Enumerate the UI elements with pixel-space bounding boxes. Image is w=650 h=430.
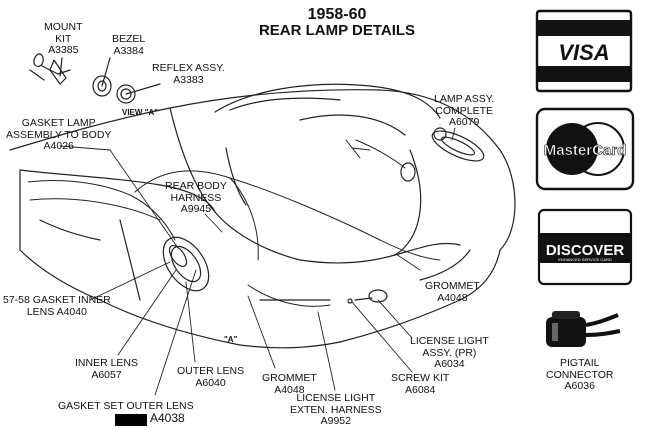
gasket-outer-part: A4038	[150, 411, 185, 425]
license-harness-line2: EXTEN. HARNESS	[290, 403, 382, 416]
visa-wordmark: VISA	[558, 40, 609, 65]
lamp-assembly-right	[400, 127, 485, 182]
reflex-line1: REFLEX ASSY.	[152, 62, 225, 74]
gasket-lamp-part: A4026	[43, 140, 74, 152]
mastercard-wordmark: MasterCard	[544, 142, 627, 159]
rear-body-harness-line1: REAR BODY	[165, 180, 227, 192]
label-rear-body-harness: REAR BODY HARNESS A9945	[165, 180, 227, 216]
grommet-right-line1: GROMMET	[425, 280, 480, 292]
label-grommet-right: GROMMET A4048	[425, 280, 480, 304]
pigtail-connector-drawing	[546, 311, 621, 347]
exploded-view-a	[29, 53, 161, 104]
label-mount-kit: MOUNT KIT A3385	[44, 21, 83, 57]
inner-lens-part: A6057	[91, 368, 122, 381]
leader-lines	[59, 127, 456, 396]
label-license-light-assy: LICENSE LIGHT ASSY. (PR) A6034	[410, 335, 489, 371]
license-harness-line1: LICENSE LIGHT	[296, 392, 376, 404]
lamp-assy-line2: COMPLETE	[435, 104, 494, 117]
mastercard-card: MasterCard	[535, 107, 635, 191]
label-screw-kit: SCREW KIT A6084	[391, 372, 450, 396]
bezel-part: A3384	[113, 44, 144, 57]
license-harness-part: A9952	[320, 415, 351, 427]
view-a-mid-tag: "A"	[224, 335, 238, 344]
label-gasket-inner: 57-58 GASKET INNER LENS A4040	[3, 294, 111, 318]
screw-kit-line1: SCREW KIT	[391, 372, 450, 384]
rear-body-harness-part: A9945	[180, 203, 212, 215]
label-license-harness: LICENSE LIGHT EXTEN. HARNESS A9952	[290, 392, 382, 428]
gasket-lamp-line2: ASSEMBLY TO BODY	[6, 128, 112, 141]
discover-card: DISCOVER ENHANCED SERVICE CARD	[537, 208, 633, 286]
diagram-title: REAR LAMP DETAILS	[258, 22, 416, 39]
pigtail-line2: CONNECTOR	[546, 368, 614, 381]
grommet-right-part: A4048	[437, 291, 468, 304]
visa-card: VISA	[535, 9, 633, 93]
pigtail-part: A6036	[564, 380, 595, 392]
diagram-year: 1958-60	[307, 6, 367, 23]
discover-subtitle: ENHANCED SERVICE CARD	[558, 257, 612, 262]
lamp-assembly-left	[162, 236, 210, 292]
grommet-bottom-part: A4048	[274, 383, 305, 396]
label-pigtail: PIGTAIL CONNECTOR A6036	[546, 357, 614, 393]
lamp-assy-line1: LAMP ASSY.	[434, 93, 495, 105]
license-light-assy-line2: ASSY. (PR)	[422, 346, 477, 359]
inner-lens-line1: INNER LENS	[75, 357, 139, 369]
outer-lens-part: A6040	[195, 376, 226, 389]
grommet-bottom-line1: GROMMET	[262, 372, 317, 384]
outer-lens-line1: OUTER LENS	[177, 365, 245, 377]
mount-kit-part: A3385	[48, 44, 79, 56]
label-bezel: BEZEL A3384	[112, 33, 146, 57]
view-a-top-tag: VIEW "A"	[122, 108, 159, 117]
label-gasket-outer: GASKET SET OUTER LENS	[58, 400, 194, 412]
mount-kit-line2: KIT	[55, 32, 72, 45]
label-lamp-assy: LAMP ASSY. COMPLETE A6079	[434, 93, 495, 129]
license-light-assy-part: A6034	[434, 358, 465, 370]
label-reflex: REFLEX ASSY. A3383	[152, 62, 225, 86]
lamp-assy-part: A6079	[448, 116, 480, 128]
screw-kit-part: A6084	[404, 383, 436, 396]
gasket-lamp-line1: GASKET LAMP	[21, 117, 96, 129]
reflex-part: A3383	[173, 73, 204, 86]
discover-wordmark: DISCOVER	[546, 242, 625, 259]
gasket-inner-line2: LENS A4040	[26, 305, 87, 318]
car-body	[9, 83, 516, 349]
pigtail-line1: PIGTAIL	[560, 357, 600, 369]
label-outer-lens: OUTER LENS A6040	[177, 365, 245, 389]
license-light-assy-line1: LICENSE LIGHT	[410, 335, 489, 347]
rear-body-harness-line2: HARNESS	[170, 191, 222, 204]
gasket-inner-line1: 57-58 GASKET INNER	[3, 294, 111, 306]
label-inner-lens: INNER LENS A6057	[75, 357, 139, 381]
wiring-harness	[27, 139, 441, 307]
license-light	[347, 289, 388, 304]
bezel-line1: BEZEL	[112, 33, 146, 45]
label-gasket-lamp: GASKET LAMP ASSEMBLY TO BODY A4026	[6, 117, 112, 153]
label-grommet-bottom: GROMMET A4048	[262, 372, 317, 396]
redaction-bar	[115, 414, 147, 426]
mount-kit-line1: MOUNT	[44, 21, 83, 33]
